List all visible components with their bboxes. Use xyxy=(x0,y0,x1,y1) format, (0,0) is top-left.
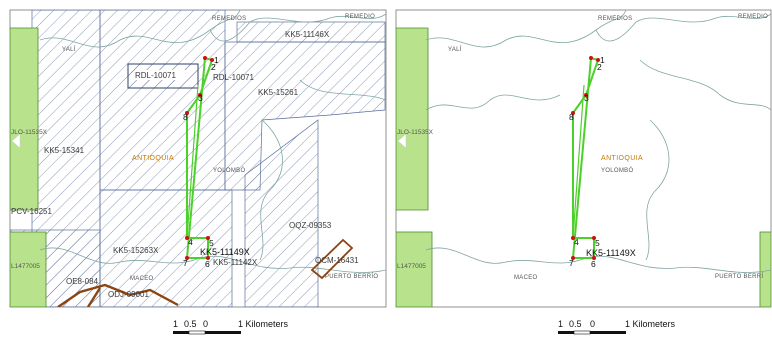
concession-central-north xyxy=(99,10,226,191)
green-area-right-edge xyxy=(759,231,771,307)
vertex-label-4-right: 4 xyxy=(574,237,579,247)
left-map-panel: REMEDIOS REMEDIO YALÍ KK5-11146X RDL-100… xyxy=(9,9,387,308)
label-rdl-10071-box: RDL-10071 xyxy=(135,71,176,80)
scale-tick-0-5-right: 0.5 xyxy=(569,319,582,329)
scale-tick-0: 0 xyxy=(203,319,208,329)
scale-end-label: 1 Kilometers xyxy=(238,319,289,329)
label-ocm-16431: OCM-16431 xyxy=(315,256,359,265)
vertex-label-1-right: 1 xyxy=(600,55,605,65)
boundary-inner-line-right xyxy=(572,84,585,239)
label-jlo-11535x-right: JLO-11535X xyxy=(397,129,434,136)
boundary-inner-line xyxy=(186,84,199,239)
vertex-label-8: 8 xyxy=(183,112,188,122)
vertex-label-1: 1 xyxy=(214,55,219,65)
label-odj-09001: ODJ-09001 xyxy=(108,290,149,299)
vertex-label-6: 6 xyxy=(205,259,210,269)
label-puerto-berri-right: PUERTO BERRÍ xyxy=(715,273,763,280)
scale-tick-0-5: 0.5 xyxy=(184,319,197,329)
label-yolombo-right: YOLOMBÓ xyxy=(601,167,633,174)
vertex-label-8-right: 8 xyxy=(569,112,574,122)
label-yolombo: YOLOMBÓ xyxy=(213,167,245,174)
scale-segment xyxy=(205,331,241,334)
green-area-l1477005 xyxy=(10,231,47,307)
right-map-panel: REMEDIOS REMEDIO YALÍ JLO-11535X ANTIOQU… xyxy=(395,9,772,308)
label-kk5-11142x: KK5-11142X xyxy=(213,258,258,267)
scale-segment xyxy=(188,330,206,335)
vertex-label-5-right: 5 xyxy=(595,238,600,248)
scale-segment xyxy=(573,330,591,335)
vertex-label-5: 5 xyxy=(209,238,214,248)
label-kk5-15261: KK5-15261 xyxy=(258,88,299,97)
label-antioquia-right: ANTIOQUIA xyxy=(601,155,643,162)
rdl-label-bg xyxy=(135,70,187,80)
label-yali-right: YALÍ xyxy=(448,46,462,53)
left-panel-collapse-arrow-icon[interactable] xyxy=(11,133,21,149)
scale-tick-0-right: 0 xyxy=(590,319,595,329)
label-rdl-10071-right: RDL-10071 xyxy=(213,73,254,82)
brown-concession-lines xyxy=(57,238,354,307)
vertex-label-3: 3 xyxy=(198,93,203,103)
label-kk5-11149x-right: KK5-11149X xyxy=(586,248,636,258)
vertex-markers xyxy=(185,56,214,260)
green-area-jlo-right xyxy=(396,27,429,211)
label-kk5-15341: KK5-15341 xyxy=(44,146,85,155)
scale-segment xyxy=(590,331,626,334)
scale-bar-right: 1 0.5 0 1 Kilometers xyxy=(558,319,676,335)
vertex-label-6-right: 6 xyxy=(591,259,596,269)
label-yali: YALÍ xyxy=(62,46,76,53)
rivers-right xyxy=(425,10,771,273)
scale-tick-1-right: 1 xyxy=(558,319,563,329)
label-puerto-berrio: PUERTO BERRÍO xyxy=(325,273,378,280)
scale-end-label-right: 1 Kilometers xyxy=(625,319,676,329)
vertex-label-7-right: 7 xyxy=(569,258,574,268)
label-kk5-11146x: KK5-11146X xyxy=(285,30,330,39)
vertex-label-7: 7 xyxy=(183,258,188,268)
right-panel-collapse-arrow-icon[interactable] xyxy=(397,133,407,149)
label-l1477005: L1477005 xyxy=(11,263,40,270)
label-remedios-corner-right: REMEDIO xyxy=(738,14,768,20)
label-remedios-corner: REMEDIO xyxy=(345,14,375,20)
label-maceo-right: MACEO xyxy=(514,275,538,281)
green-area-l1477005-right xyxy=(396,231,433,307)
scale-segment xyxy=(558,331,574,334)
vertex-label-4: 4 xyxy=(188,237,193,247)
vertex-label-3-right: 3 xyxy=(584,93,589,103)
concession-oqz-09353 xyxy=(244,119,319,307)
label-l1477005-right: L1477005 xyxy=(397,263,426,270)
scale-segment xyxy=(173,331,189,334)
label-kk5-15263x: KK5-15263X xyxy=(113,246,159,255)
label-antioquia: ANTIOQUIA xyxy=(132,155,174,162)
vertex-label-2-right: 2 xyxy=(597,62,602,72)
scale-bar-left: 1 0.5 0 1 Kilometers xyxy=(173,319,289,335)
label-pcv-16251: PCV-16251 xyxy=(11,207,52,216)
label-remedios-top: REMEDIOS xyxy=(212,16,246,22)
green-area-jlo xyxy=(10,27,39,211)
right-map-frame xyxy=(395,9,772,308)
label-maceo: MACEO xyxy=(130,276,154,282)
label-oe8-084: OE8-084 xyxy=(66,277,99,286)
vertex-label-2: 2 xyxy=(211,62,216,72)
label-remedios-top-right: REMEDIOS xyxy=(598,16,632,22)
label-jlo-11535x: JLO-11535X xyxy=(11,129,48,136)
vertex-markers-right xyxy=(571,56,600,260)
scale-tick-1: 1 xyxy=(173,319,178,329)
label-oqz-09353: OQZ-09353 xyxy=(289,221,332,230)
label-kk5-11149x: KK5-11149X xyxy=(200,247,250,257)
